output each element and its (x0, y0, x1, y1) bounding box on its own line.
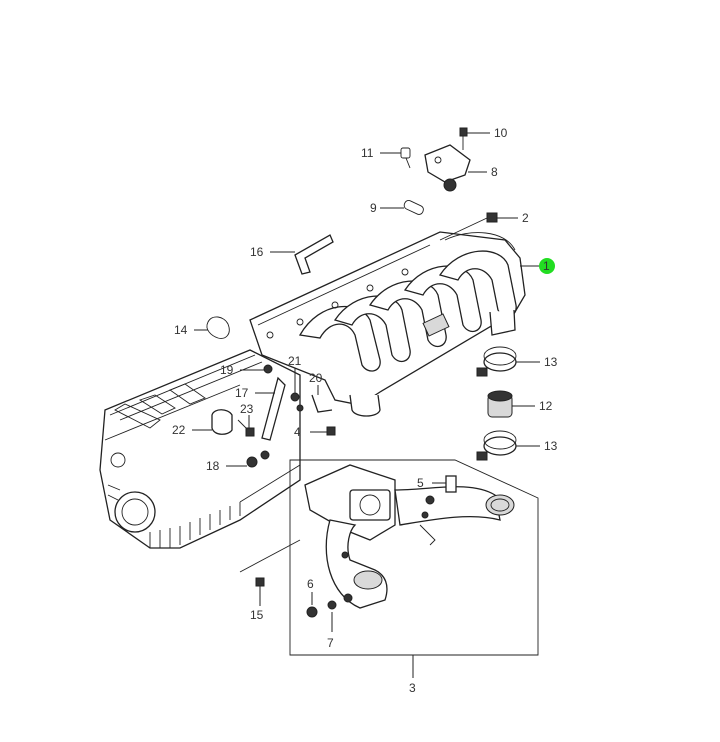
part-12-label[interactable]: 12 (539, 399, 553, 413)
part-18-label[interactable]: 18 (206, 459, 220, 473)
part-22-label[interactable]: 22 (172, 423, 186, 437)
intake-pipe-assembly-drawing (289, 459, 539, 656)
part-20-label[interactable]: 20 (309, 371, 323, 385)
part-8-label[interactable]: 8 (491, 165, 498, 179)
part-13a-label[interactable]: 13 (544, 355, 558, 369)
part-7-label[interactable]: 7 (327, 636, 334, 650)
part-5-label[interactable]: 5 (417, 476, 424, 490)
small-parts-drawing (206, 127, 517, 618)
part-23-label[interactable]: 23 (240, 402, 254, 416)
part-17-label[interactable]: 17 (235, 386, 249, 400)
part-4-label[interactable]: 4 (294, 425, 301, 439)
part-2-label[interactable]: 2 (522, 211, 529, 225)
part-16-label[interactable]: 16 (250, 245, 264, 259)
part-15-label[interactable]: 15 (250, 608, 264, 622)
part-10-label[interactable]: 10 (494, 126, 508, 140)
intake-manifold-drawing (249, 231, 526, 417)
part-21-label[interactable]: 21 (288, 354, 302, 368)
part-11-label[interactable]: 11 (361, 146, 374, 160)
part-6-label[interactable]: 6 (307, 577, 314, 591)
engine-block-drawing (99, 349, 301, 549)
part-19-label[interactable]: 19 (220, 363, 234, 377)
part-labels: 1 2 3 4 5 6 7 8 9 10 11 12 13 13 14 15 1… (172, 126, 558, 695)
part-3-label[interactable]: 3 (409, 681, 416, 695)
leader-lines (192, 132, 540, 678)
part-1-label[interactable]: 1 (543, 259, 550, 273)
part-14-label[interactable]: 14 (174, 323, 188, 337)
part-1-highlight-marker[interactable] (539, 258, 555, 274)
part-9-label[interactable]: 9 (370, 201, 377, 215)
part-13b-label[interactable]: 13 (544, 439, 558, 453)
